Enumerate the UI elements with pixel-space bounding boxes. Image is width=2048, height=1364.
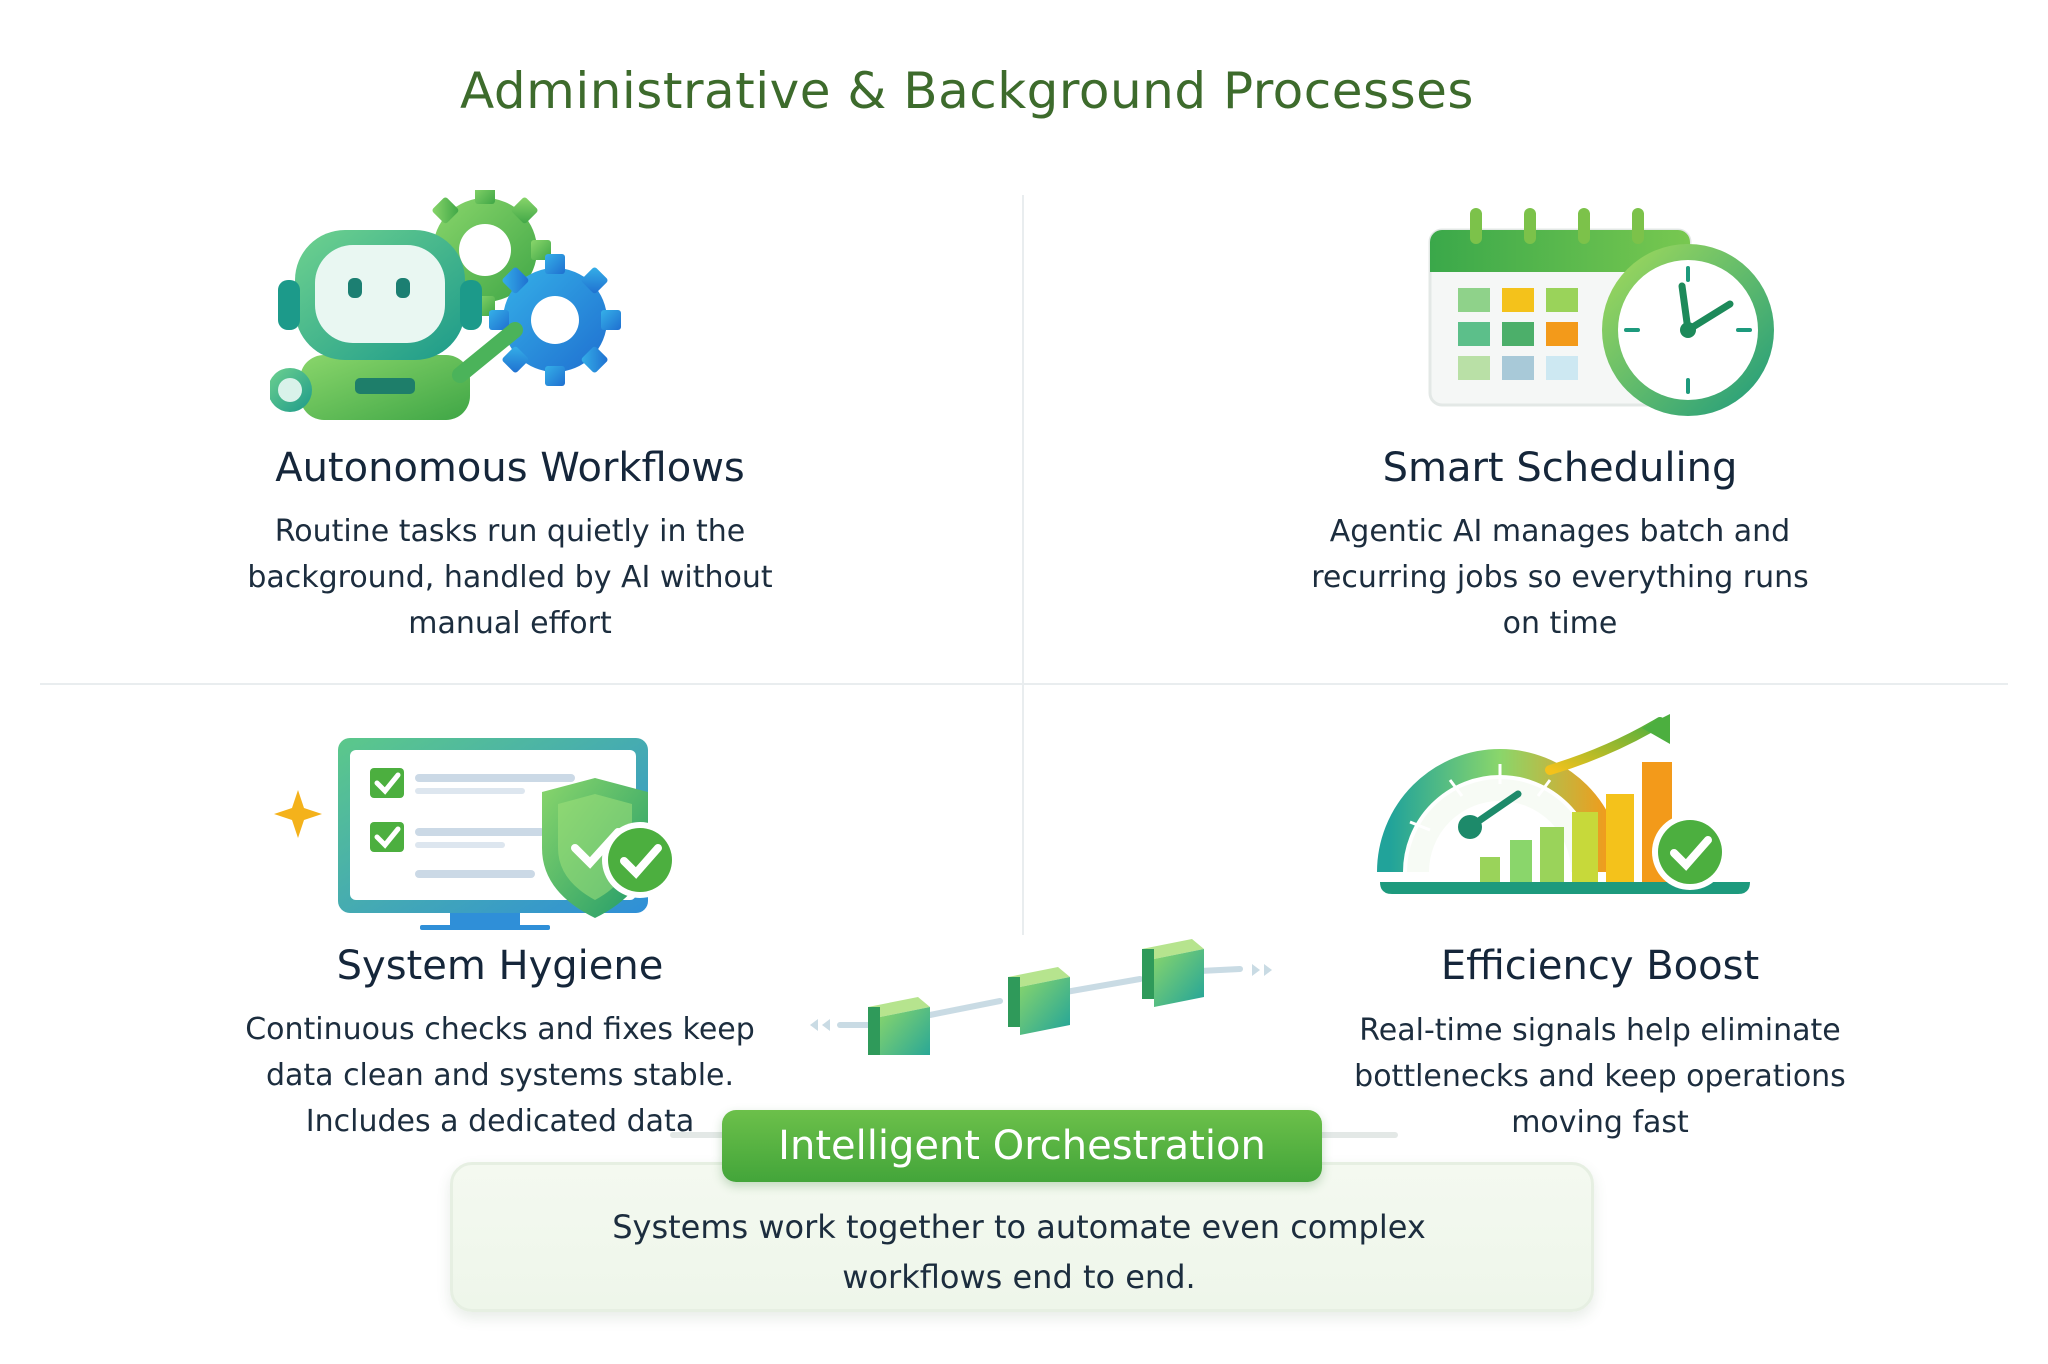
connector-line-left — [670, 1132, 730, 1138]
card-title: System Hygiene — [336, 943, 664, 989]
card-description: Routine tasks run quietly in the backgro… — [247, 514, 773, 641]
orchestration-title-banner: Intelligent Orchestration — [722, 1110, 1322, 1182]
connected-blocks-icon — [810, 939, 1272, 1055]
connector-line-right — [1318, 1132, 1398, 1138]
card-description: Agentic AI manages batch and recurring j… — [1311, 514, 1809, 641]
gauge-growth-chart-icon — [1377, 714, 1750, 894]
vertical-divider — [1022, 195, 1024, 935]
card-efficiency-boost: Efficiency Boost Real-time signals help … — [1240, 700, 1960, 1150]
card-title: Smart Scheduling — [1382, 445, 1738, 491]
card-smart-scheduling: Smart Scheduling Agentic AI manages batc… — [1200, 185, 1920, 655]
card-description: Real-time signals help eliminate bottlen… — [1354, 1013, 1846, 1140]
monitor-checklist-shield-icon — [274, 738, 678, 930]
page-title: Administrative & Background Processes — [460, 62, 1474, 120]
card-title: Autonomous Workflows — [275, 445, 745, 491]
card-description: Continuous checks and fixes keep data cl… — [245, 1012, 755, 1139]
orchestration-panel: Intelligent Orchestration Systems work t… — [450, 1110, 1594, 1312]
orchestration-description: Systems work together to automate even c… — [612, 1208, 1426, 1296]
card-system-hygiene: System Hygiene Continuous checks and fix… — [140, 720, 860, 1150]
card-title: Efficiency Boost — [1440, 943, 1760, 989]
card-autonomous-workflows: Autonomous Workflows Routine tasks run q… — [150, 185, 870, 655]
horizontal-divider — [40, 683, 2008, 685]
orchestration-description-box — [450, 1162, 1594, 1312]
robot-with-gears-icon — [270, 190, 621, 420]
calendar-clock-icon — [1428, 208, 1774, 416]
